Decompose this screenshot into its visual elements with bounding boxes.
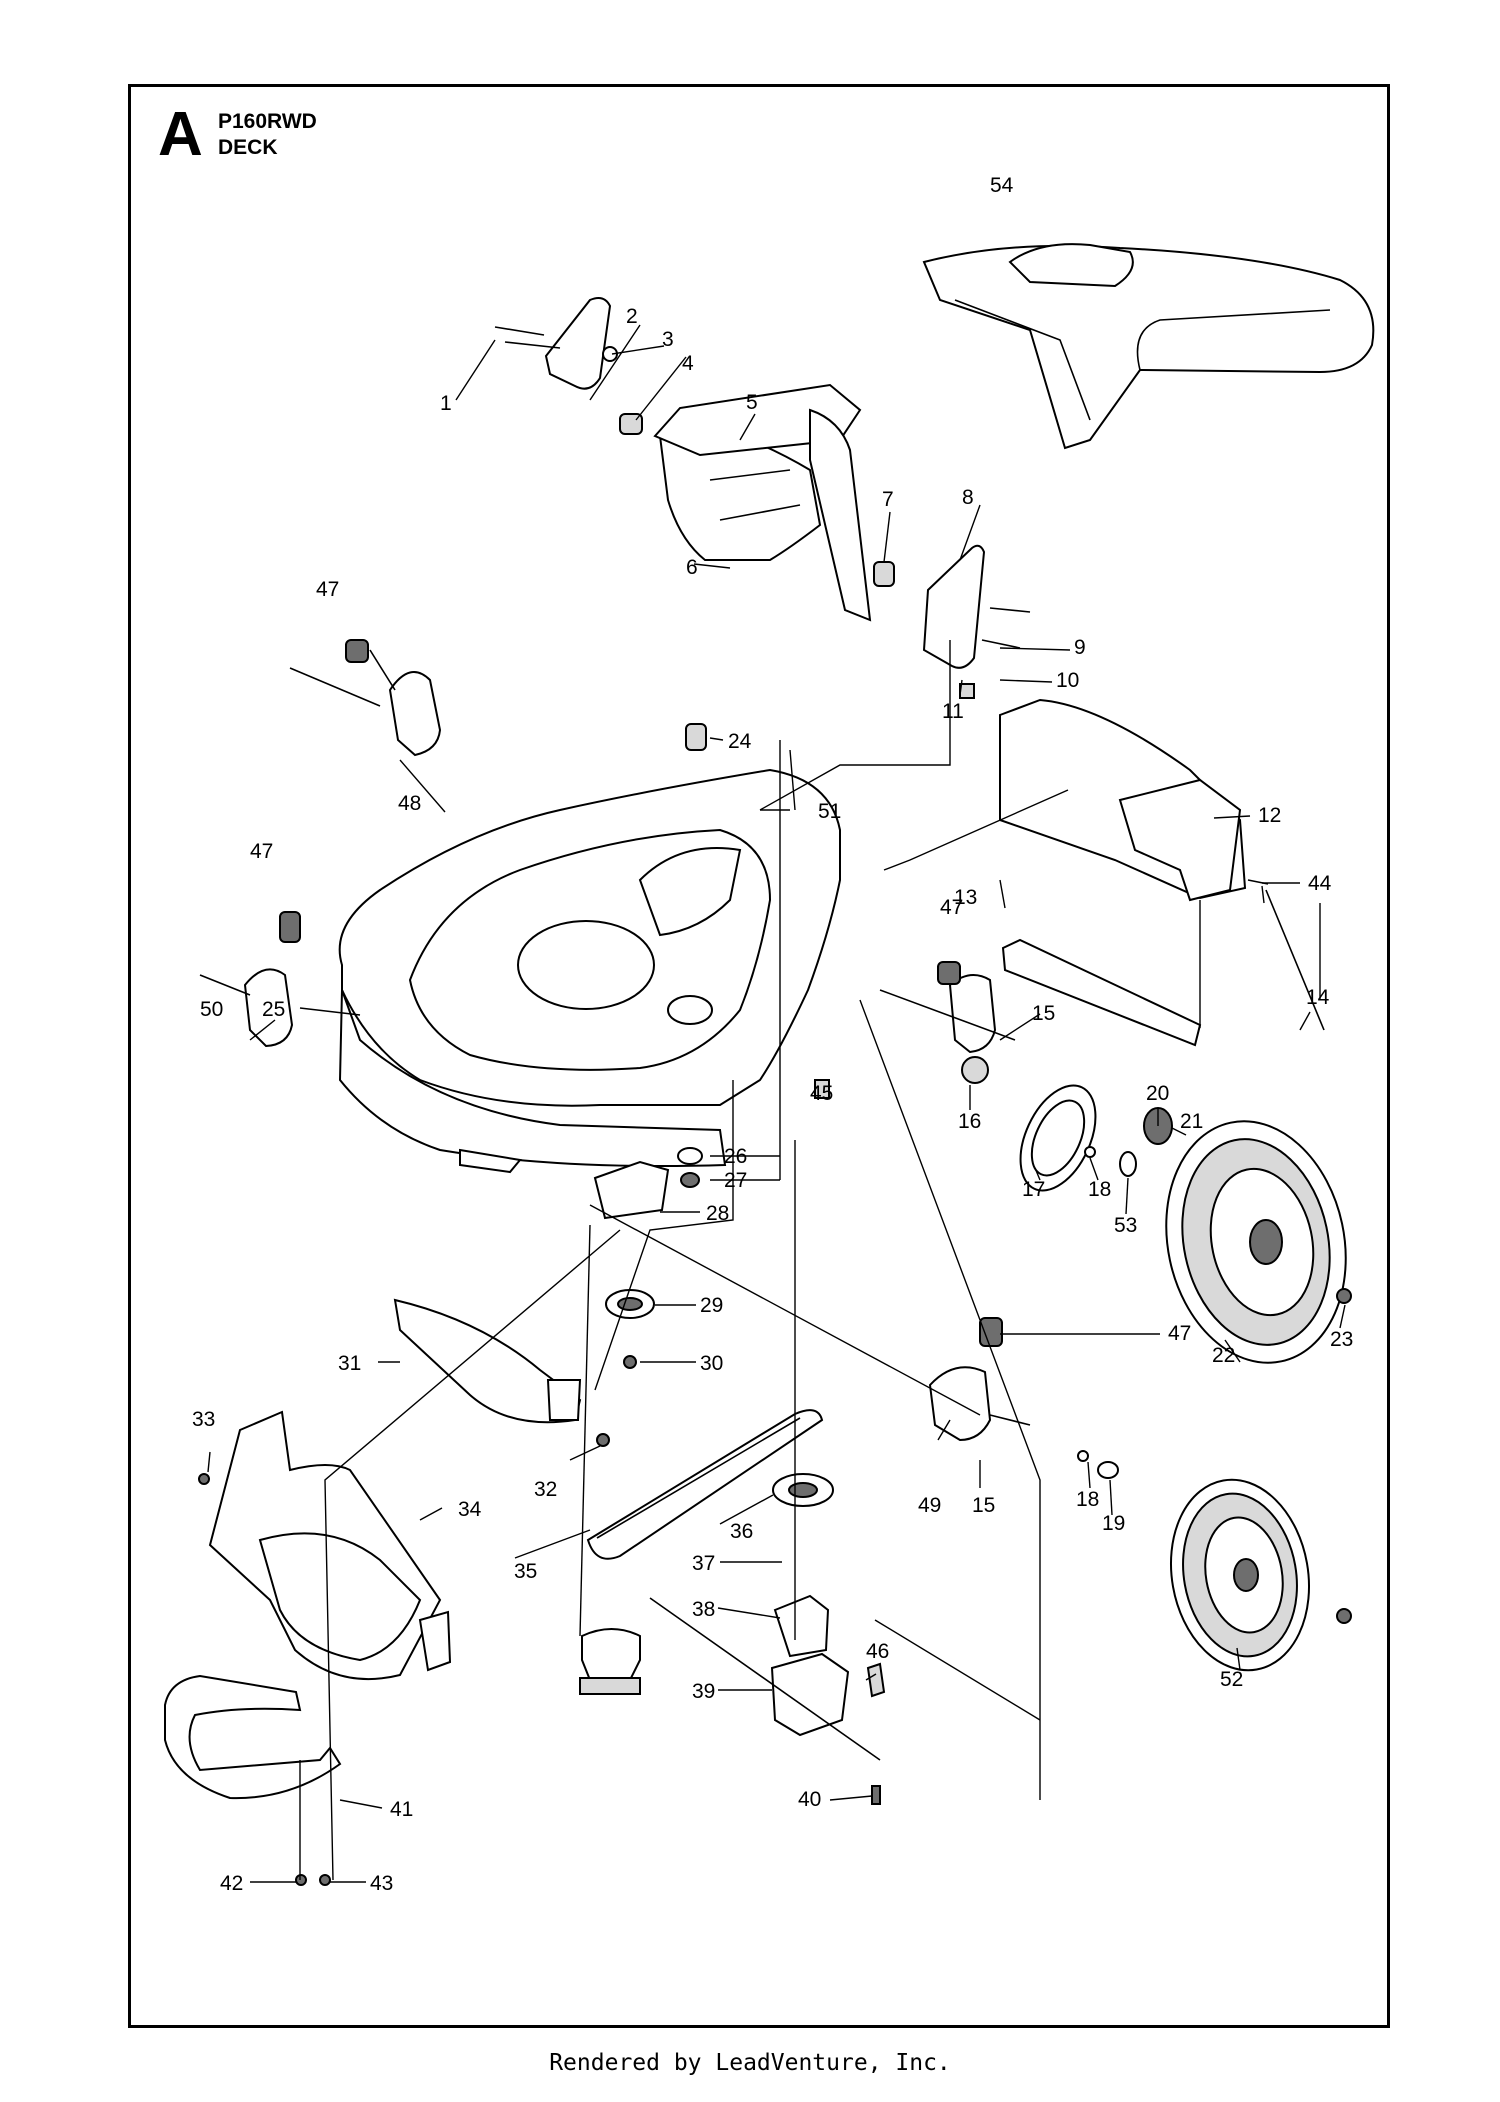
callout-47-rear: 47 [940, 896, 963, 919]
callout-24: 24 [728, 730, 752, 753]
callout-13: 13 [954, 886, 977, 909]
section-letter: A [158, 100, 203, 169]
callout-18-lower: 18 [1076, 1488, 1099, 1511]
callout-labels: 1 2 3 4 5 6 7 8 9 10 11 12 13 14 15 15 1… [192, 174, 1353, 1895]
callout-39: 39 [692, 1680, 715, 1703]
callout-47-front: 47 [1168, 1322, 1191, 1345]
callout-7: 7 [882, 488, 894, 511]
callout-6: 6 [686, 556, 698, 579]
callout-14: 14 [1306, 986, 1330, 1009]
callout-23: 23 [1330, 1328, 1353, 1351]
callout-52: 52 [1220, 1668, 1243, 1691]
callout-27: 27 [724, 1169, 747, 1192]
callout-11: 11 [942, 700, 964, 723]
callout-12: 12 [1258, 804, 1281, 827]
callout-29: 29 [700, 1294, 723, 1317]
callout-30: 30 [700, 1352, 723, 1375]
callout-49: 49 [918, 1494, 941, 1517]
callout-25: 25 [262, 998, 285, 1021]
footer-credit: Rendered by LeadVenture, Inc. [549, 2050, 951, 2076]
callout-32: 32 [534, 1478, 557, 1501]
callout-38: 38 [692, 1598, 715, 1621]
callout-20: 20 [1146, 1082, 1169, 1105]
part-illustrations [164, 243, 1375, 1886]
callout-44: 44 [1308, 872, 1332, 895]
callout-51: 51 [818, 800, 841, 823]
callout-9: 9 [1074, 636, 1086, 659]
callout-19: 19 [1102, 1512, 1125, 1535]
callout-53: 53 [1114, 1214, 1137, 1237]
callout-22: 22 [1212, 1344, 1235, 1367]
callout-18: 18 [1088, 1178, 1111, 1201]
callout-2: 2 [626, 305, 638, 328]
callout-17: 17 [1022, 1178, 1045, 1201]
callout-54: 54 [990, 174, 1014, 197]
diagram-border [128, 84, 1390, 2028]
callout-35: 35 [514, 1560, 537, 1583]
callout-48: 48 [398, 792, 421, 815]
callout-1: 1 [440, 392, 452, 415]
model-number: P160RWD [218, 110, 317, 133]
callout-33: 33 [192, 1408, 215, 1431]
callout-3: 3 [662, 328, 674, 351]
callout-15-lower: 15 [972, 1494, 995, 1517]
callout-26: 26 [724, 1145, 747, 1168]
callout-8: 8 [962, 486, 974, 509]
callout-36: 36 [730, 1520, 753, 1543]
callout-15: 15 [1032, 1002, 1055, 1025]
callout-47-left: 47 [250, 840, 273, 863]
callout-4: 4 [682, 352, 694, 375]
callout-34: 34 [458, 1498, 482, 1521]
callout-28: 28 [706, 1202, 729, 1225]
callout-41: 41 [390, 1798, 413, 1821]
callout-40: 40 [798, 1788, 821, 1811]
section-title: DECK [218, 136, 278, 159]
leader-lines [207, 324, 1346, 1883]
callout-45: 45 [810, 1082, 833, 1105]
callout-50: 50 [200, 998, 223, 1021]
callout-5: 5 [746, 391, 758, 414]
callout-47-top: 47 [316, 578, 339, 601]
callout-37: 37 [692, 1552, 715, 1575]
callout-21: 21 [1180, 1110, 1203, 1133]
callout-43: 43 [370, 1872, 393, 1895]
callout-46: 46 [866, 1640, 889, 1663]
callout-10: 10 [1056, 669, 1079, 692]
callout-42: 42 [220, 1872, 243, 1895]
callout-16: 16 [958, 1110, 981, 1133]
callout-31: 31 [338, 1352, 361, 1375]
